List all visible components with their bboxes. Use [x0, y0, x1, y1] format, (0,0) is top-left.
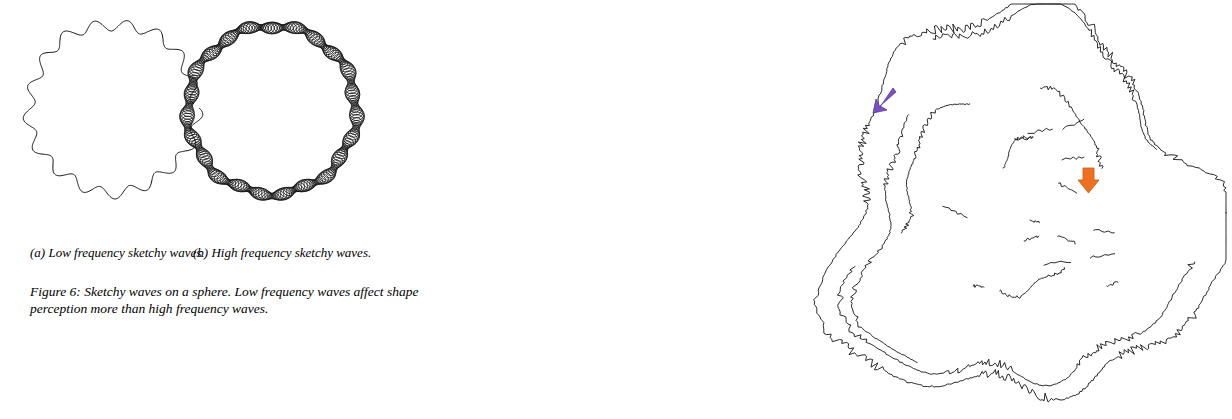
sketch-stroke	[1044, 261, 1071, 265]
sketch-stroke	[838, 262, 1195, 386]
sketchy-shape	[814, 4, 1226, 402]
sketch-stroke	[814, 4, 1226, 402]
sketch-stroke	[1003, 136, 1033, 168]
sketch-stroke	[901, 104, 970, 234]
sketch-stroke	[1107, 282, 1118, 287]
purple-arrow	[873, 88, 896, 113]
sketch-stroke	[943, 206, 968, 218]
sketch-stroke	[1063, 119, 1085, 130]
sketch-stroke	[1040, 86, 1103, 169]
low-frequency-sphere	[23, 21, 203, 199]
sketch-stroke	[23, 21, 203, 199]
sketch-stroke	[1030, 220, 1040, 223]
sketch-stroke	[180, 22, 365, 201]
sketch-stroke	[1028, 128, 1053, 133]
sketch-stroke	[973, 285, 984, 288]
sketch-stroke	[1062, 157, 1085, 160]
high-frequency-sphere	[180, 22, 365, 201]
sketch-stroke	[999, 267, 1064, 298]
sketch-stroke	[1014, 137, 1033, 140]
sketch-stroke	[851, 114, 918, 362]
sketch-stroke	[1090, 254, 1115, 259]
figure-caption: Figure 6: Sketchy waves on a sphere. Low…	[30, 284, 450, 318]
sketch-stroke	[1093, 230, 1114, 233]
figure-caption-box: Figure 6: Sketchy waves on a sphere. Low…	[30, 284, 450, 318]
subfigure-caption: (b) High frequency sketchy waves.	[193, 245, 393, 261]
sketch-stroke	[1057, 236, 1075, 245]
sketch-stroke	[1024, 236, 1039, 241]
orange-arrow	[1078, 168, 1099, 193]
sketch-stroke	[1058, 183, 1077, 194]
subfigure-caption-box: (b) High frequency sketchy waves.	[193, 245, 393, 261]
sketch-stroke	[933, 4, 1157, 150]
